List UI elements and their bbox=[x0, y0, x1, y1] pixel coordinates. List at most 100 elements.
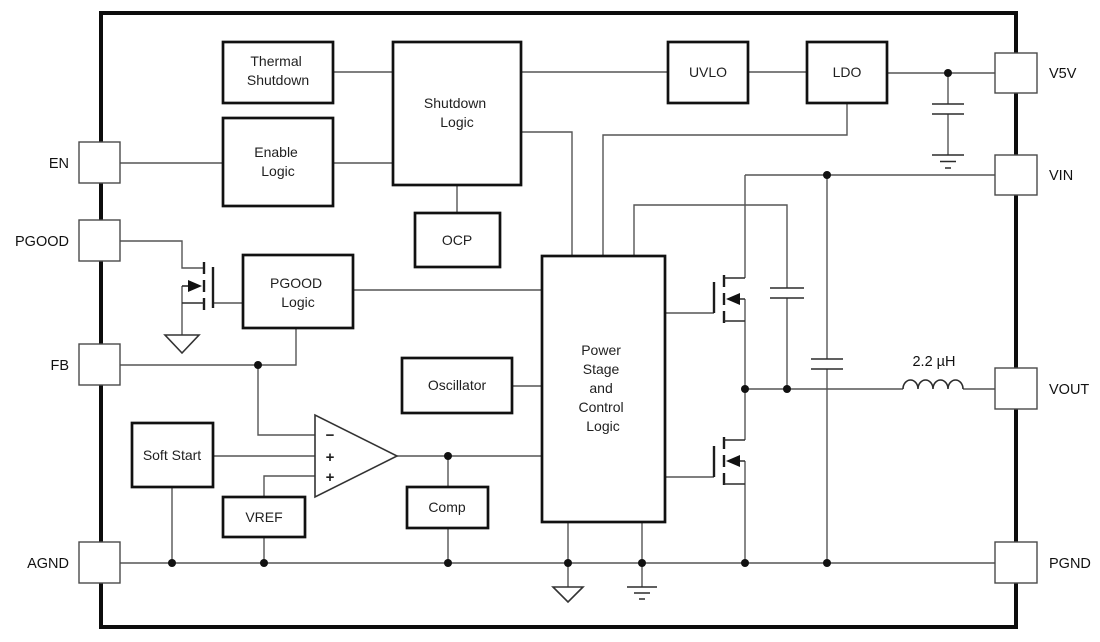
block-uvlo: UVLO bbox=[666, 40, 750, 105]
wire-pgood-pin-to-fet-drain bbox=[120, 240, 204, 269]
capacitor-plates bbox=[811, 358, 843, 370]
block-pgood-logic: PGOOD Logic bbox=[241, 253, 355, 330]
mosfet-body-arrow bbox=[726, 455, 740, 467]
earth-ground-icon-power-stage bbox=[627, 586, 657, 600]
block-label-ocp: OCP bbox=[442, 232, 472, 248]
error-amp-triangle bbox=[314, 413, 399, 499]
pin-label-v5v: V5V bbox=[1049, 66, 1077, 82]
junction-dot bbox=[741, 385, 749, 393]
signal-ground-icon-pgood bbox=[163, 334, 201, 355]
block-label-pgood-logic: PGOOD Logic bbox=[270, 275, 326, 310]
block-box bbox=[413, 211, 502, 269]
pin-box-v5v bbox=[994, 52, 1038, 94]
ground-bars bbox=[932, 154, 964, 169]
pins-left: EN PGOOD FB AGND bbox=[15, 141, 121, 584]
error-amp-noninverting-sign-1: + bbox=[326, 449, 335, 466]
block-thermal-shutdown: Thermal Shutdown bbox=[221, 40, 335, 105]
junction-dot bbox=[564, 559, 572, 567]
pgood-mosfet-icon bbox=[182, 262, 215, 310]
chip-outline bbox=[99, 11, 1018, 629]
mosfet-high-side-icon bbox=[712, 275, 745, 323]
wire-shutdown-to-power-stage bbox=[521, 131, 573, 256]
block-oscillator: Oscillator bbox=[400, 356, 514, 415]
block-label-thermal-shutdown: Thermal Shutdown bbox=[247, 53, 309, 88]
junction-dot bbox=[254, 361, 262, 369]
block-box bbox=[391, 40, 523, 187]
block-box bbox=[130, 421, 215, 489]
block-box bbox=[241, 253, 355, 330]
pin-label-vout: VOUT bbox=[1049, 382, 1089, 398]
pin-label-pgood: PGOOD bbox=[15, 234, 69, 250]
block-box bbox=[540, 254, 667, 524]
wire-fb-to-pgood-logic bbox=[120, 328, 297, 366]
pin-box-pgnd bbox=[994, 541, 1038, 584]
junction-dot bbox=[783, 385, 791, 393]
inductor-value-label: 2.2 µH bbox=[912, 354, 955, 370]
junction-dot bbox=[444, 452, 452, 460]
block-label-power-stage: Power Stage and Control Logic bbox=[578, 342, 627, 434]
block-label-enable-logic: Enable Logic bbox=[254, 144, 301, 179]
pin-label-pgnd: PGND bbox=[1049, 556, 1091, 572]
junction-dot bbox=[741, 559, 749, 567]
junction-dot bbox=[638, 559, 646, 567]
block-box bbox=[666, 40, 750, 105]
block-label-shutdown-logic: Shutdown Logic bbox=[424, 95, 490, 130]
wire-ldo-to-power-stage bbox=[602, 103, 848, 256]
block-shutdown-logic: Shutdown Logic bbox=[391, 40, 523, 187]
junction-dot bbox=[260, 559, 268, 567]
block-ldo: LDO bbox=[805, 40, 889, 105]
capacitor-plates bbox=[770, 287, 804, 299]
block-soft-start: Soft Start bbox=[130, 421, 215, 489]
junction-dot bbox=[823, 559, 831, 567]
junction-dot bbox=[444, 559, 452, 567]
block-label-ldo: LDO bbox=[833, 64, 862, 80]
pin-label-fb: FB bbox=[50, 358, 69, 374]
block-label-uvlo: UVLO bbox=[689, 64, 727, 80]
block-ocp: OCP bbox=[413, 211, 502, 269]
bootstrap-capacitor-icon bbox=[770, 287, 804, 299]
v5v-capacitor-icon bbox=[932, 103, 964, 115]
wire-bootstrap-top bbox=[633, 204, 788, 288]
block-vref: VREF bbox=[221, 495, 307, 539]
pin-label-vin: VIN bbox=[1049, 168, 1073, 184]
block-box bbox=[221, 40, 335, 105]
pin-box-pgood bbox=[78, 219, 121, 262]
pin-box-agnd bbox=[78, 541, 121, 584]
pin-label-en: EN bbox=[49, 156, 69, 172]
input-capacitor-icon bbox=[811, 358, 843, 370]
signal-ground-icon-power-stage bbox=[551, 586, 585, 604]
pin-box-fb bbox=[78, 343, 121, 386]
block-box bbox=[805, 40, 889, 105]
error-amp-noninverting-sign-2: + bbox=[326, 469, 335, 486]
pin-box-en bbox=[78, 141, 121, 184]
block-box bbox=[221, 116, 335, 208]
block-label-comp: Comp bbox=[428, 499, 466, 515]
earth-ground-icon-v5v bbox=[932, 154, 964, 169]
inductor-coils bbox=[902, 379, 964, 390]
error-amp-icon: − + + bbox=[314, 413, 399, 499]
block-comp: Comp bbox=[405, 485, 490, 530]
block-label-oscillator: Oscillator bbox=[428, 377, 487, 393]
junction-dots bbox=[168, 69, 952, 567]
mosfet-body-arrow bbox=[726, 293, 740, 305]
pin-box-vout bbox=[994, 367, 1038, 410]
ground-bars bbox=[627, 586, 657, 600]
block-box bbox=[405, 485, 490, 530]
inductor-icon bbox=[902, 379, 964, 390]
block-enable-logic: Enable Logic bbox=[221, 116, 335, 208]
wire-vref-to-amp bbox=[263, 475, 315, 497]
capacitor-plates bbox=[932, 103, 964, 115]
block-label-vref: VREF bbox=[245, 509, 282, 525]
mosfet-body-arrow bbox=[188, 280, 202, 292]
error-amp-inverting-sign: − bbox=[326, 427, 335, 444]
junction-dot bbox=[168, 559, 176, 567]
block-box bbox=[221, 495, 307, 539]
junction-dot bbox=[823, 171, 831, 179]
pin-label-agnd: AGND bbox=[27, 556, 69, 572]
block-power-stage: Power Stage and Control Logic bbox=[540, 254, 667, 524]
wire-fb-to-amp-inverting bbox=[257, 365, 315, 436]
mosfet-low-side-icon bbox=[712, 437, 745, 485]
junction-dot bbox=[944, 69, 952, 77]
